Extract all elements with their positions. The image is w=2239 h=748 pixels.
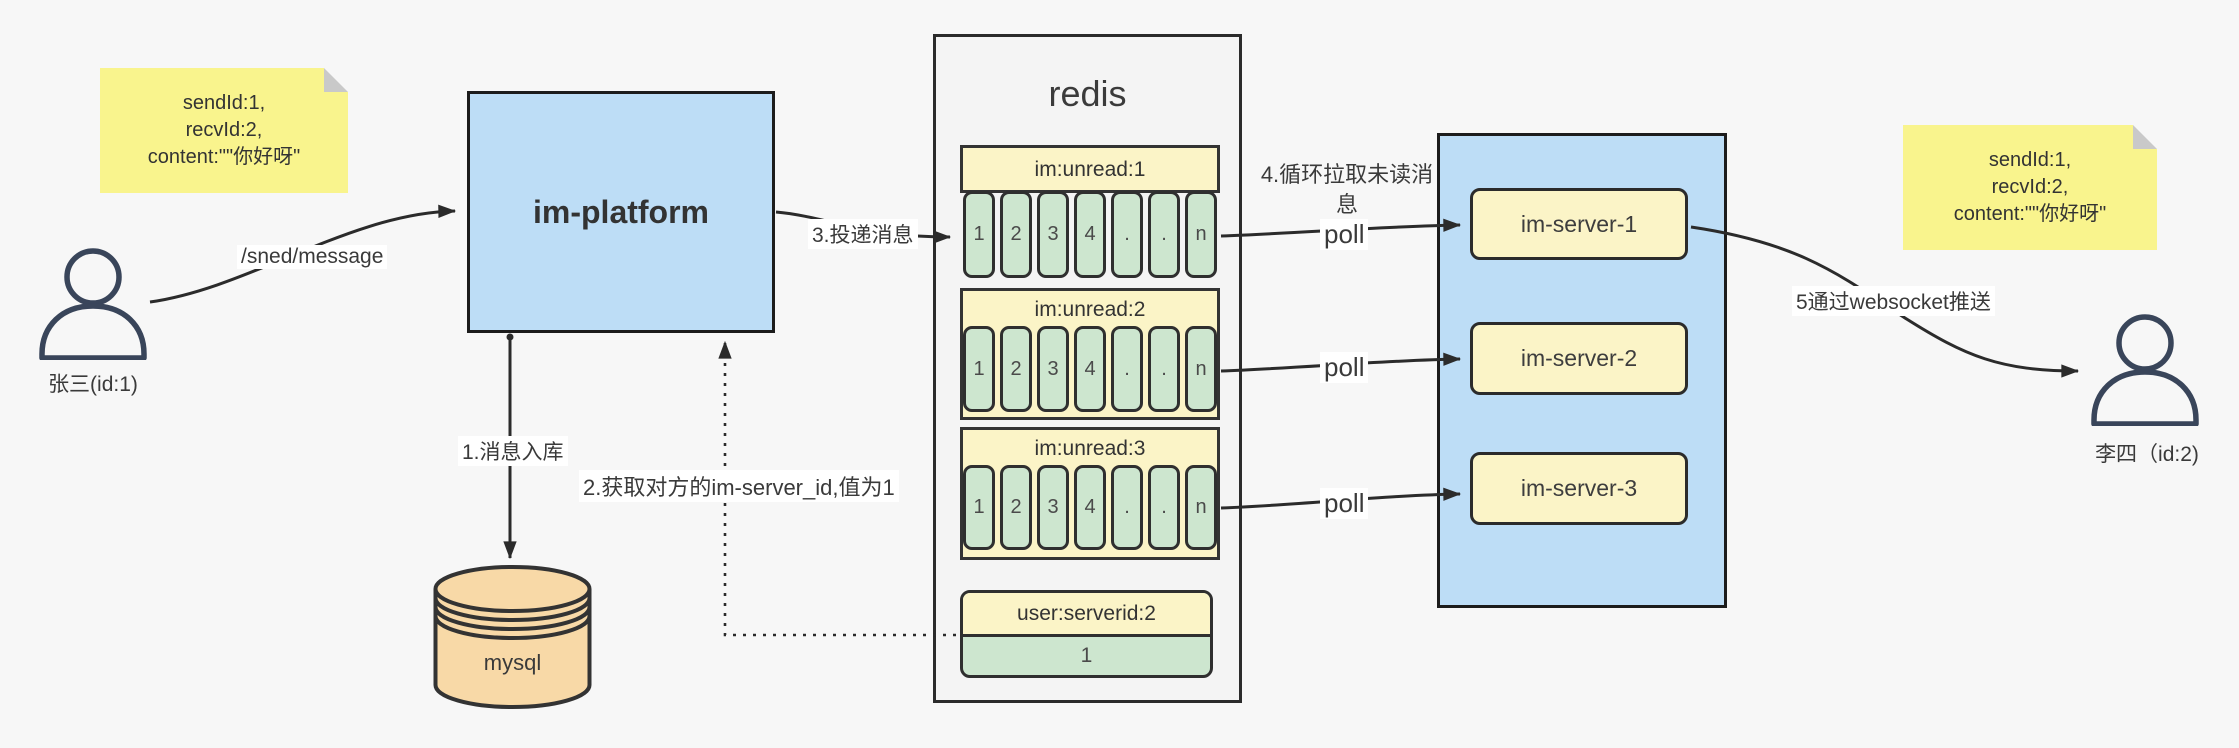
send-api-label: /sned/message <box>237 245 388 269</box>
im-server-2-box: im-server-2 <box>1470 322 1688 395</box>
note-fold-icon <box>2133 125 2157 149</box>
queue-cell: . <box>1148 191 1180 278</box>
user-serverid-box: user:serverid:2 1 <box>960 590 1213 678</box>
connector-start-dot <box>506 333 514 341</box>
step2-label: 2.获取对方的im-server_id,值为1 <box>579 470 899 502</box>
queue-cell: 4 <box>1074 465 1106 550</box>
mysql-database-icon <box>433 565 592 709</box>
note-sender-line: sendId:1, <box>182 92 266 114</box>
step4-label: 4.循环拉取未读消息 <box>1260 162 1434 217</box>
im-server-1-box: im-server-1 <box>1470 188 1688 260</box>
sticky-note-sender: sendId:1, recvId:2, content:""你好呀" <box>100 68 348 193</box>
poll-label-2: poll <box>1320 352 1369 383</box>
note-receiver-line: content:""你好呀" <box>1953 203 2107 225</box>
queue-cell: 2 <box>1000 465 1032 550</box>
queue-cell: . <box>1148 326 1180 412</box>
queue-cell: . <box>1111 191 1143 278</box>
queue-cell: . <box>1111 465 1143 550</box>
queue-cells-im-unread-1: 1 2 3 4 . . n <box>963 191 1217 278</box>
queue-cell: 1 <box>963 326 995 412</box>
queue-cell: 3 <box>1037 191 1069 278</box>
queue-cell: . <box>1111 326 1143 412</box>
queue-header-im-unread-1: im:unread:1 <box>960 145 1220 193</box>
queue-cell: 1 <box>963 465 995 550</box>
receiver-label: 李四（id:2) <box>2095 443 2199 466</box>
step5-label: 5通过websocket推送 <box>1792 286 1995 316</box>
queue-cell: 2 <box>1000 326 1032 412</box>
sticky-note-receiver: sendId:1, recvId:2, content:""你好呀" <box>1903 125 2157 250</box>
user-icon-receiver <box>2091 314 2199 426</box>
poll-label-3: poll <box>1320 488 1369 519</box>
note-receiver-line: recvId:2, <box>1991 176 2069 198</box>
queue-cells-im-unread-3: 1 2 3 4 . . n <box>963 465 1217 550</box>
note-sender-line: recvId:2, <box>185 119 263 141</box>
step1-label: 1.消息入库 <box>458 436 568 466</box>
queue-cell: 3 <box>1037 465 1069 550</box>
queue-cell: n <box>1185 191 1217 278</box>
user-serverid-value: 1 <box>1080 644 1093 667</box>
im-platform-title: im-platform <box>533 193 709 230</box>
step3-label: 3.投递消息 <box>808 219 918 249</box>
queue-cell: 1 <box>963 191 995 278</box>
queue-cell: 4 <box>1074 191 1106 278</box>
queue-cell: n <box>1185 326 1217 412</box>
queue-cell: . <box>1148 465 1180 550</box>
queue-cell: n <box>1185 465 1217 550</box>
sender-label: 张三(id:1) <box>48 373 138 396</box>
note-receiver-line: sendId:1, <box>1988 149 2072 171</box>
queue-cells-im-unread-2: 1 2 3 4 . . n <box>963 326 1217 412</box>
queue-cell: 2 <box>1000 191 1032 278</box>
im-server-3-box: im-server-3 <box>1470 452 1688 525</box>
im-platform-box: im-platform <box>467 91 775 333</box>
note-sender-line: content:""你好呀" <box>147 146 301 168</box>
queue-cell: 3 <box>1037 326 1069 412</box>
redis-title: redis <box>1048 73 1127 114</box>
user-serverid-key: user:serverid:2 <box>963 593 1210 637</box>
poll-label-1: poll <box>1320 219 1369 250</box>
note-fold-icon <box>324 68 348 92</box>
mysql-label: mysql <box>483 650 542 675</box>
user-icon-sender <box>39 248 147 360</box>
queue-cell: 4 <box>1074 326 1106 412</box>
